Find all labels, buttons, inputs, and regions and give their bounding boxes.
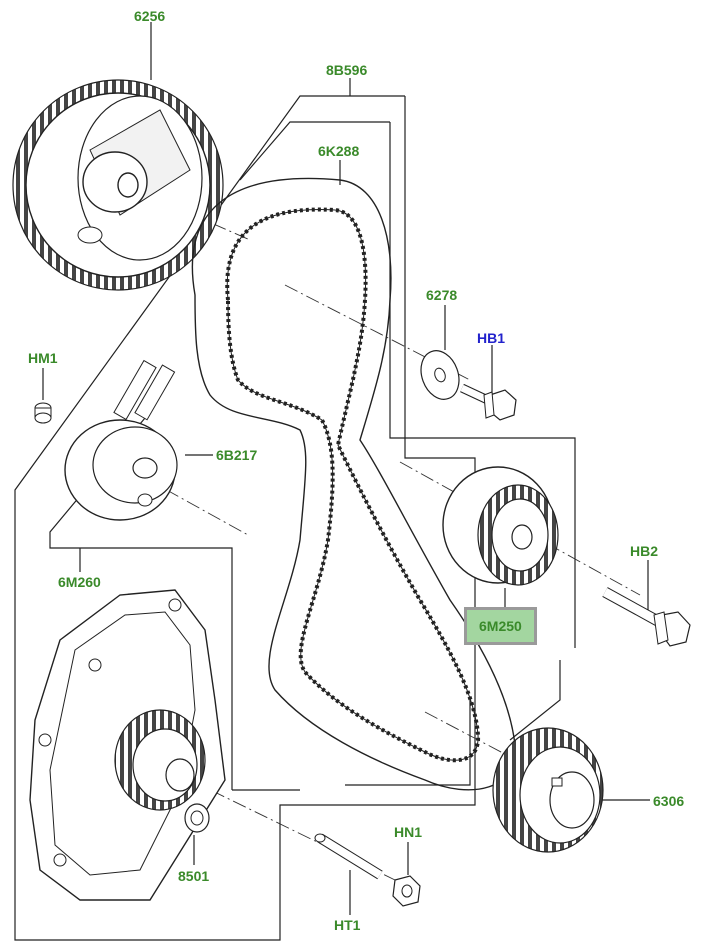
callout-6256[interactable]: 6256 [134,8,166,24]
callout-ht1[interactable]: HT1 [334,917,361,933]
washer[interactable] [415,345,466,404]
tensioner[interactable] [64,359,178,521]
callout-hn1[interactable]: HN1 [394,824,423,840]
callout-6b217[interactable]: 6B217 [216,447,258,463]
crankshaft-sprocket[interactable] [492,727,604,853]
auto-tensioner-stud[interactable] [34,402,52,424]
callout-8501[interactable]: 8501 [178,868,210,884]
callout-8b596[interactable]: 8B596 [326,62,368,78]
idler-bolt[interactable] [460,383,517,421]
stud[interactable] [314,833,383,880]
callout-6278[interactable]: 6278 [426,287,458,303]
callout-hm1[interactable]: HM1 [28,350,58,366]
water-pump[interactable] [29,589,226,901]
camshaft-sprocket[interactable] [12,79,224,291]
pulley-bolt[interactable] [602,587,691,647]
callout-6k288[interactable]: 6K288 [318,143,360,159]
callout-6306[interactable]: 6306 [653,793,685,809]
stud-nut[interactable] [392,875,421,907]
callout-hb1[interactable]: HB1 [477,330,506,346]
callout-6m260[interactable]: 6M260 [58,574,101,590]
callout-6m250-selected[interactable]: 6M250 [464,607,537,645]
callout-hb2[interactable]: HB2 [630,543,659,559]
idler-pulley[interactable] [442,466,559,586]
